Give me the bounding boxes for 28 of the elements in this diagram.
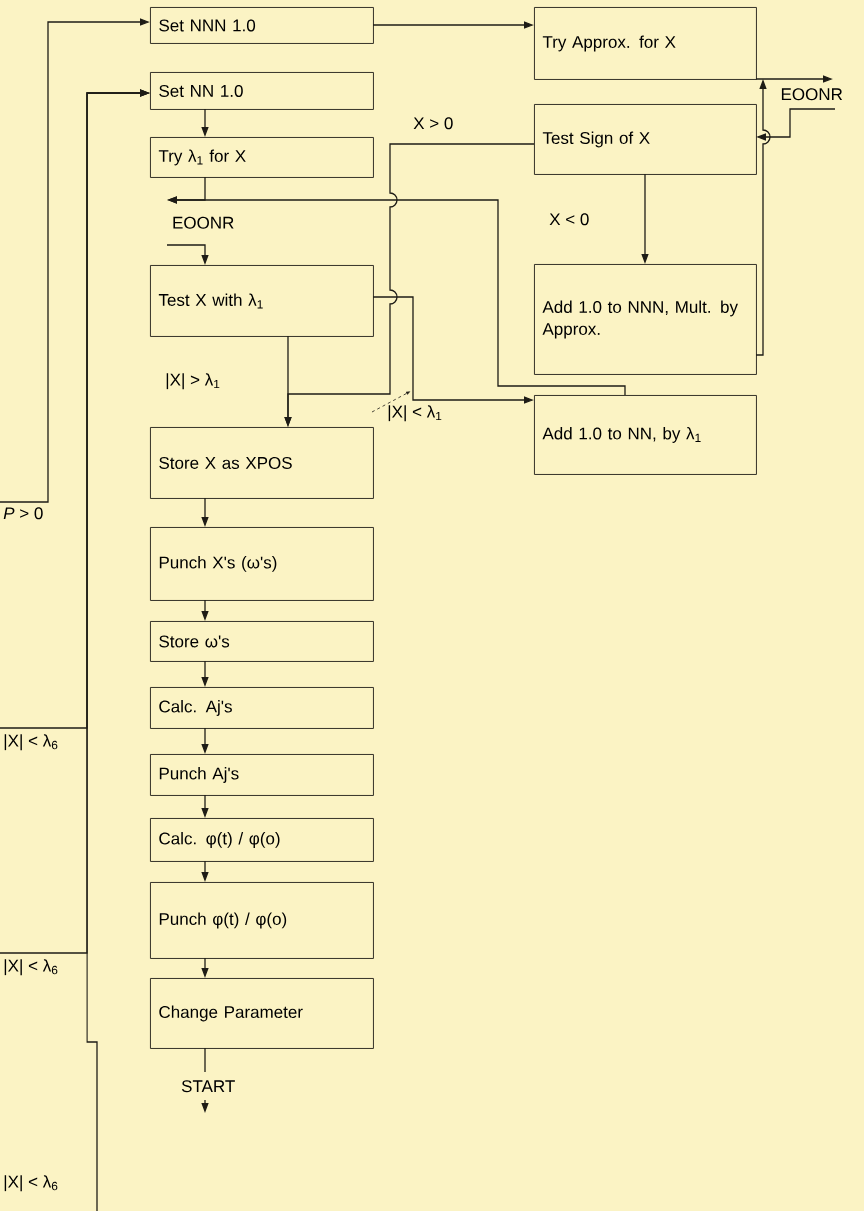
process-box: Store ω's — [150, 621, 374, 662]
process-box: Set NN 1.0 — [150, 72, 374, 110]
process-box: Set NNN 1.0 — [150, 7, 374, 44]
process-box: Store X as XPOS — [150, 427, 374, 499]
connector-line — [204, 1047, 206, 1073]
edge-label: X < 0 — [548, 212, 591, 227]
process-box: Try Approx. for X — [534, 7, 757, 80]
process-box: Test X with λ$_{1}$ — [150, 265, 374, 337]
process-box: Test Sign of X — [534, 104, 757, 175]
process-box: Change Parameter — [150, 978, 374, 1049]
process-box: Try λ$_{1}$ for X — [150, 137, 374, 178]
edge-label: X > 0 — [412, 116, 455, 131]
connector-label: START — [181, 1080, 235, 1093]
connector-label: EOONR — [781, 88, 843, 101]
process-box: Punch φ(t) / φ(o) — [150, 882, 374, 959]
process-box: Calc. φ(t) / φ(o) — [150, 818, 374, 862]
process-box: Punch Aj's — [150, 754, 374, 796]
edge-label: |X| < λ$_{6}$ — [2, 958, 60, 977]
edge-label: |X| < λ$_{1}$ — [386, 404, 444, 423]
edge-label: |X| > λ$_{1}$ — [164, 372, 222, 391]
edge-label: |X| < λ$_{6}$ — [2, 733, 60, 752]
process-box: Punch X's (ω's) — [150, 527, 374, 601]
edge-label: P > 0 — [2, 506, 45, 521]
process-box: Add 1.0 to NNN, Mult. by Approx. — [534, 264, 757, 375]
process-box: Add 1.0 to NN, by λ$_{1}$ — [534, 395, 757, 475]
process-box: Calc. Aj's — [150, 687, 374, 729]
edge-label: |X| < λ$_{6}$ — [2, 1174, 60, 1193]
connector-label: EOONR — [173, 216, 234, 229]
